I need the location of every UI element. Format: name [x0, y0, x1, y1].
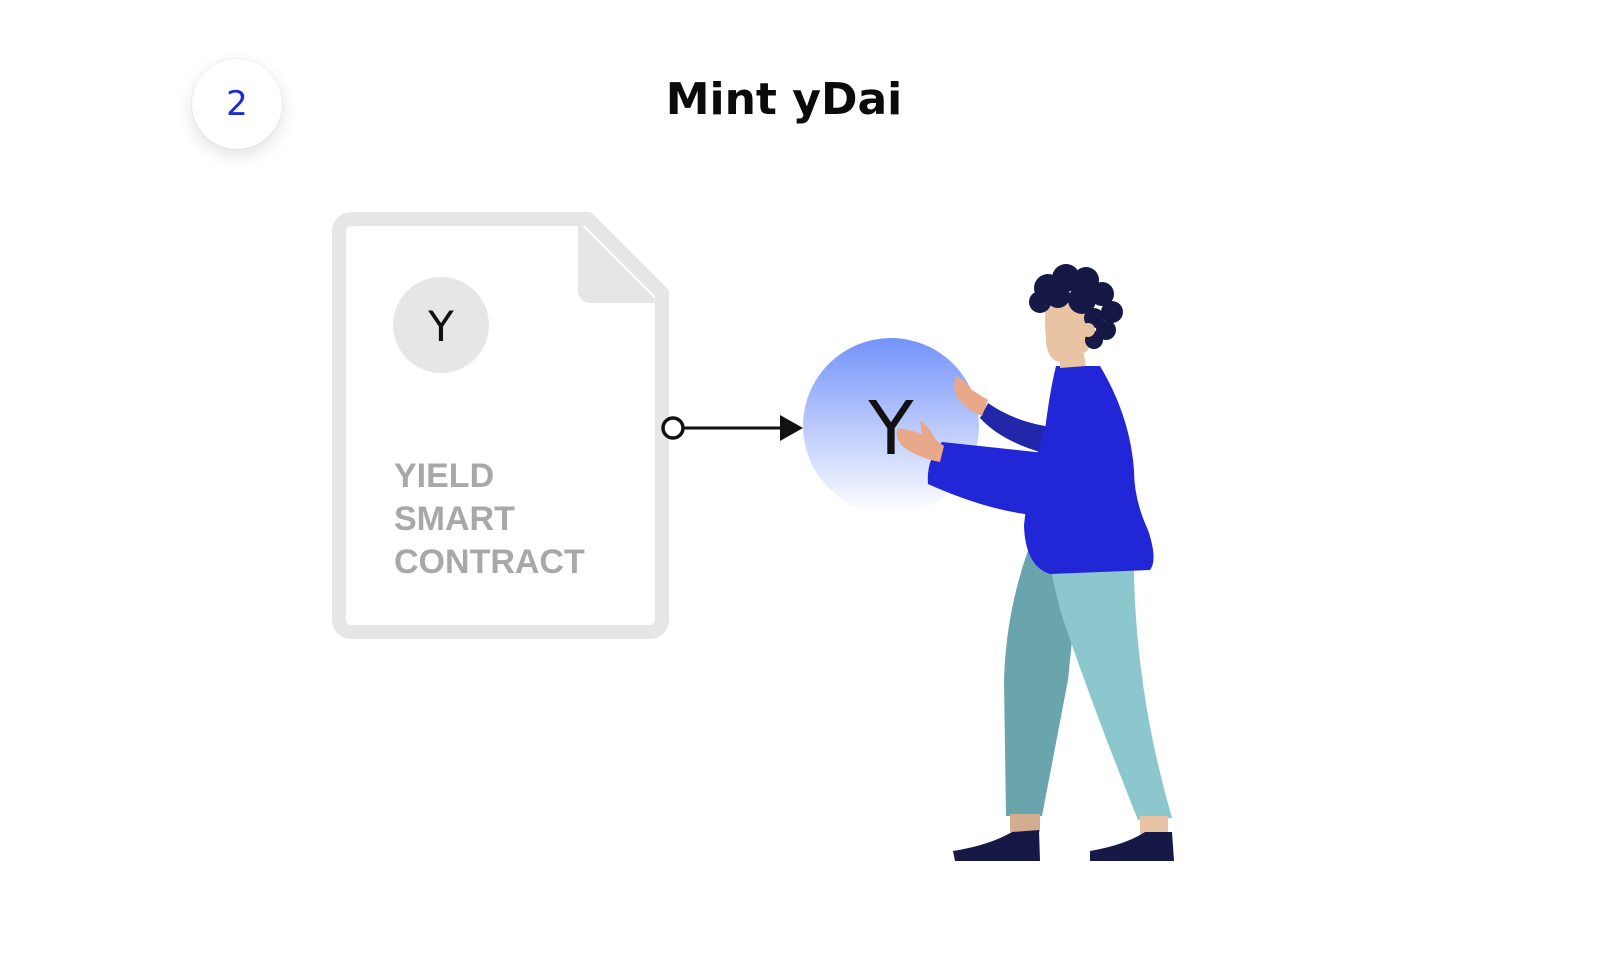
page-title: Mint yDai — [665, 74, 903, 125]
mint-arrow — [661, 415, 803, 441]
torso-shirt — [1024, 366, 1154, 574]
step-number: 2 — [226, 84, 248, 124]
document-fold-icon — [578, 222, 659, 303]
back-ankle — [1010, 814, 1040, 832]
token-symbol: Y — [867, 386, 914, 472]
front-arm — [927, 442, 1054, 516]
smart-contract-document: Y YIELD SMART CONTRACT — [332, 212, 669, 639]
contract-label-line-1: YIELD — [394, 457, 494, 495]
contract-token-circle — [393, 277, 489, 373]
contract-label-line-3: CONTRACT — [394, 543, 585, 581]
back-hand — [954, 376, 988, 416]
step-badge: 2 — [192, 59, 282, 149]
arrow-head-icon — [780, 415, 803, 441]
hair — [1029, 264, 1123, 349]
back-shoe-icon — [953, 830, 1040, 861]
front-shoe-icon — [1090, 832, 1174, 861]
ear — [1081, 323, 1095, 337]
contract-label-line-2: SMART — [394, 500, 515, 538]
front-ankle — [1140, 816, 1168, 834]
back-arm — [980, 403, 1060, 452]
contract-token-symbol: Y — [427, 302, 454, 351]
front-hand — [896, 420, 944, 462]
arrow-origin-dot — [661, 416, 685, 440]
person-illustration — [953, 545, 1174, 861]
person-upper-body — [896, 264, 1154, 574]
front-leg — [1045, 545, 1172, 820]
